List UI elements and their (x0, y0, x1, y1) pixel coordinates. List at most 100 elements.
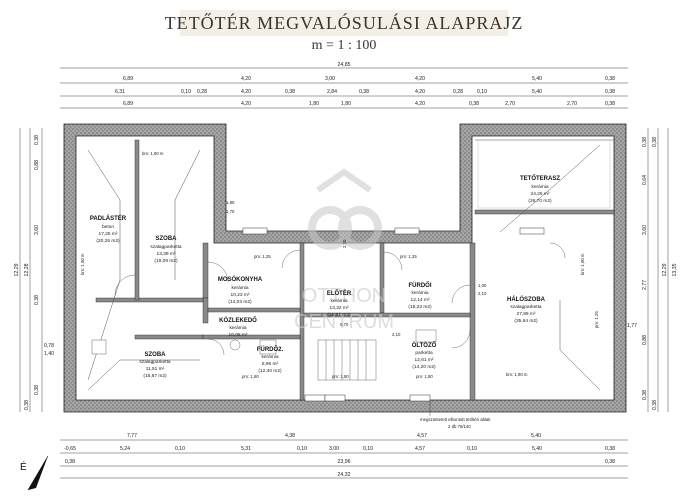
room-detail: 17,25 m² (99, 231, 118, 237)
watermark-top: OTTHON (302, 285, 386, 307)
dim-label: 0,28 (453, 89, 463, 95)
watermark-logo (308, 168, 382, 250)
dim-label: 1,80 (309, 101, 319, 107)
dim-label: 5,40 (532, 446, 542, 452)
room-detail: (26,70 m2) (528, 198, 552, 204)
room-name: SZOBA (145, 352, 167, 358)
dim-label: 4,20 (415, 76, 425, 82)
room-detail: (15,81 m2) (327, 312, 351, 318)
room-detail: 13,32 m² (330, 305, 349, 311)
dim-label: 0,88 (34, 160, 40, 170)
stairs (317, 339, 377, 381)
dim-label: 0,88 (642, 335, 648, 345)
room-detail: szalagparketta (150, 244, 182, 250)
dim-label: 0,38 (24, 400, 30, 410)
watermark-bottom: CENTRUM (294, 311, 394, 333)
room-name: HÁLÓSZOBA (507, 295, 546, 303)
dim-label: 0,38 (469, 101, 479, 107)
door-size-tag: 2,10 (478, 291, 487, 296)
room-detail: 10,23 m² (231, 292, 250, 298)
dim-label: 4,20 (241, 89, 251, 95)
dim-label: 1,77 (627, 323, 637, 329)
dim-label: 0,10 (363, 446, 373, 452)
fixtures (91, 329, 437, 355)
title-banner (180, 10, 508, 36)
headroom-tag: bm: 1,90 m (580, 253, 585, 275)
room-name: FÜRDŐ2. (257, 346, 284, 353)
dim-label: 12,29 (662, 263, 668, 276)
dim-label: 4,38 (285, 433, 295, 439)
dim-label: 0,38 (285, 89, 295, 95)
room-detail: 12,61 m² (415, 357, 434, 363)
room-detail: (14,20 m2) (412, 364, 436, 370)
dim-label: -0,65 (64, 446, 76, 452)
room-detail: 8,95 m² (262, 361, 279, 367)
dim-label: 4,57 (417, 433, 427, 439)
dim-label: 0,10 (297, 446, 307, 452)
room-szoba-2: SZOBA szalagparketta 11,51 m² (16,87 m2) (139, 352, 171, 379)
dim-label: 6,89 (123, 76, 133, 82)
dim-label: 0,38 (34, 385, 40, 395)
dim-label: 5,40 (532, 76, 542, 82)
dim-top-row1: 6,89 4,20 3,00 4,20 5,40 0,38 (123, 76, 615, 82)
room-name: SZOBA (156, 236, 178, 242)
dim-label: 4,20 (241, 101, 251, 107)
door-size-tag: 2,10 (342, 239, 347, 248)
sill-tag: pm: 1,80 (332, 374, 349, 379)
bottom-dimension-lines (60, 439, 628, 479)
dim-label: 0,38 (34, 135, 40, 145)
dim-label: 0,38 (605, 459, 615, 465)
dim-label: 0,10 (467, 446, 477, 452)
dim-label: 5,40 (531, 433, 541, 439)
dim-label: 0,10 (181, 89, 191, 95)
dim-label: 13,35 (672, 263, 678, 276)
room-detail: (14,03 m2) (228, 299, 252, 305)
room-szoba-1: SZOBA szalagparketta 13,39 m² (19,09 m2) (150, 236, 182, 264)
room-detail: kerámia (411, 290, 428, 296)
north-label: É (20, 460, 27, 473)
dim-top-total: 24,85 (338, 62, 351, 68)
dim-bottom-row2: -0,65 5,24 0,10 5,31 0,10 3,00 0,10 4,57… (64, 446, 615, 452)
dim-top-row2: 6,31 0,10 0,28 4,20 0,38 2,84 0,38 4,20 … (115, 89, 615, 95)
dim-label: 5,40 (532, 89, 542, 95)
terrace-area (477, 139, 611, 209)
room-furdo2: FÜRDŐ2. kerámia 8,95 m² (12,40 m2) (257, 346, 284, 374)
room-oltozo: ÖLTÖZŐ parketta 12,61 m² (14,20 m2) (412, 342, 437, 370)
north-arrow: É (20, 455, 49, 491)
window-note: megszüntetett elbontott tetőtéri ablak (420, 417, 491, 422)
dim-label: 23,96 (338, 459, 351, 465)
room-detail: (20,26 m2) (96, 238, 120, 244)
room-detail: kerámia (261, 354, 278, 360)
room-name: KÖZLEKEDŐ (219, 317, 257, 324)
dim-label: 3,60 (34, 225, 40, 235)
dim-label: 3,60 (642, 225, 648, 235)
dim-bottom-total: 24,32 (338, 472, 351, 478)
room-detail: kerámia (231, 285, 248, 291)
dim-label: 0,38 (642, 390, 648, 400)
room-detail: kerámia (330, 298, 347, 304)
room-detail: szalagparketta (510, 304, 542, 310)
sill-tag: pm: 1,80 (416, 374, 433, 379)
dim-label: 2,77 (642, 280, 648, 290)
room-detail: (35,64 m2) (514, 318, 538, 324)
dim-label: 12,29 (14, 263, 20, 276)
room-detail: beton (102, 224, 114, 230)
room-detail: kerámia (229, 325, 246, 331)
room-detail: 12,14 m² (411, 297, 430, 303)
room-detail: (19,09 m2) (154, 258, 178, 264)
dim-label: 0,64 (642, 175, 648, 185)
room-name: FÜRDŐI (409, 282, 432, 289)
headroom-tag: bm: 1,90 m (506, 372, 528, 377)
dim-label: 0,10 (175, 446, 185, 452)
dim-label: 0,28 (197, 89, 207, 95)
dim-label: 12,28 (24, 263, 30, 276)
room-detail: (16,87 m2) (143, 373, 167, 379)
dim-label: 6,89 (123, 101, 133, 107)
dim-label: 0,38 (65, 459, 75, 465)
north-arrow-line (27, 455, 49, 491)
room-detail: 27,99 m² (517, 311, 536, 317)
dim-left: 0,38 0,88 3,60 0,38 0,78 1,40 0,38 0,38 … (14, 135, 54, 410)
room-detail: 13,39 m² (157, 251, 176, 257)
dim-top-row3: 6,89 4,20 1,80 1,80 4,20 0,38 2,70 2,70 … (123, 101, 615, 107)
